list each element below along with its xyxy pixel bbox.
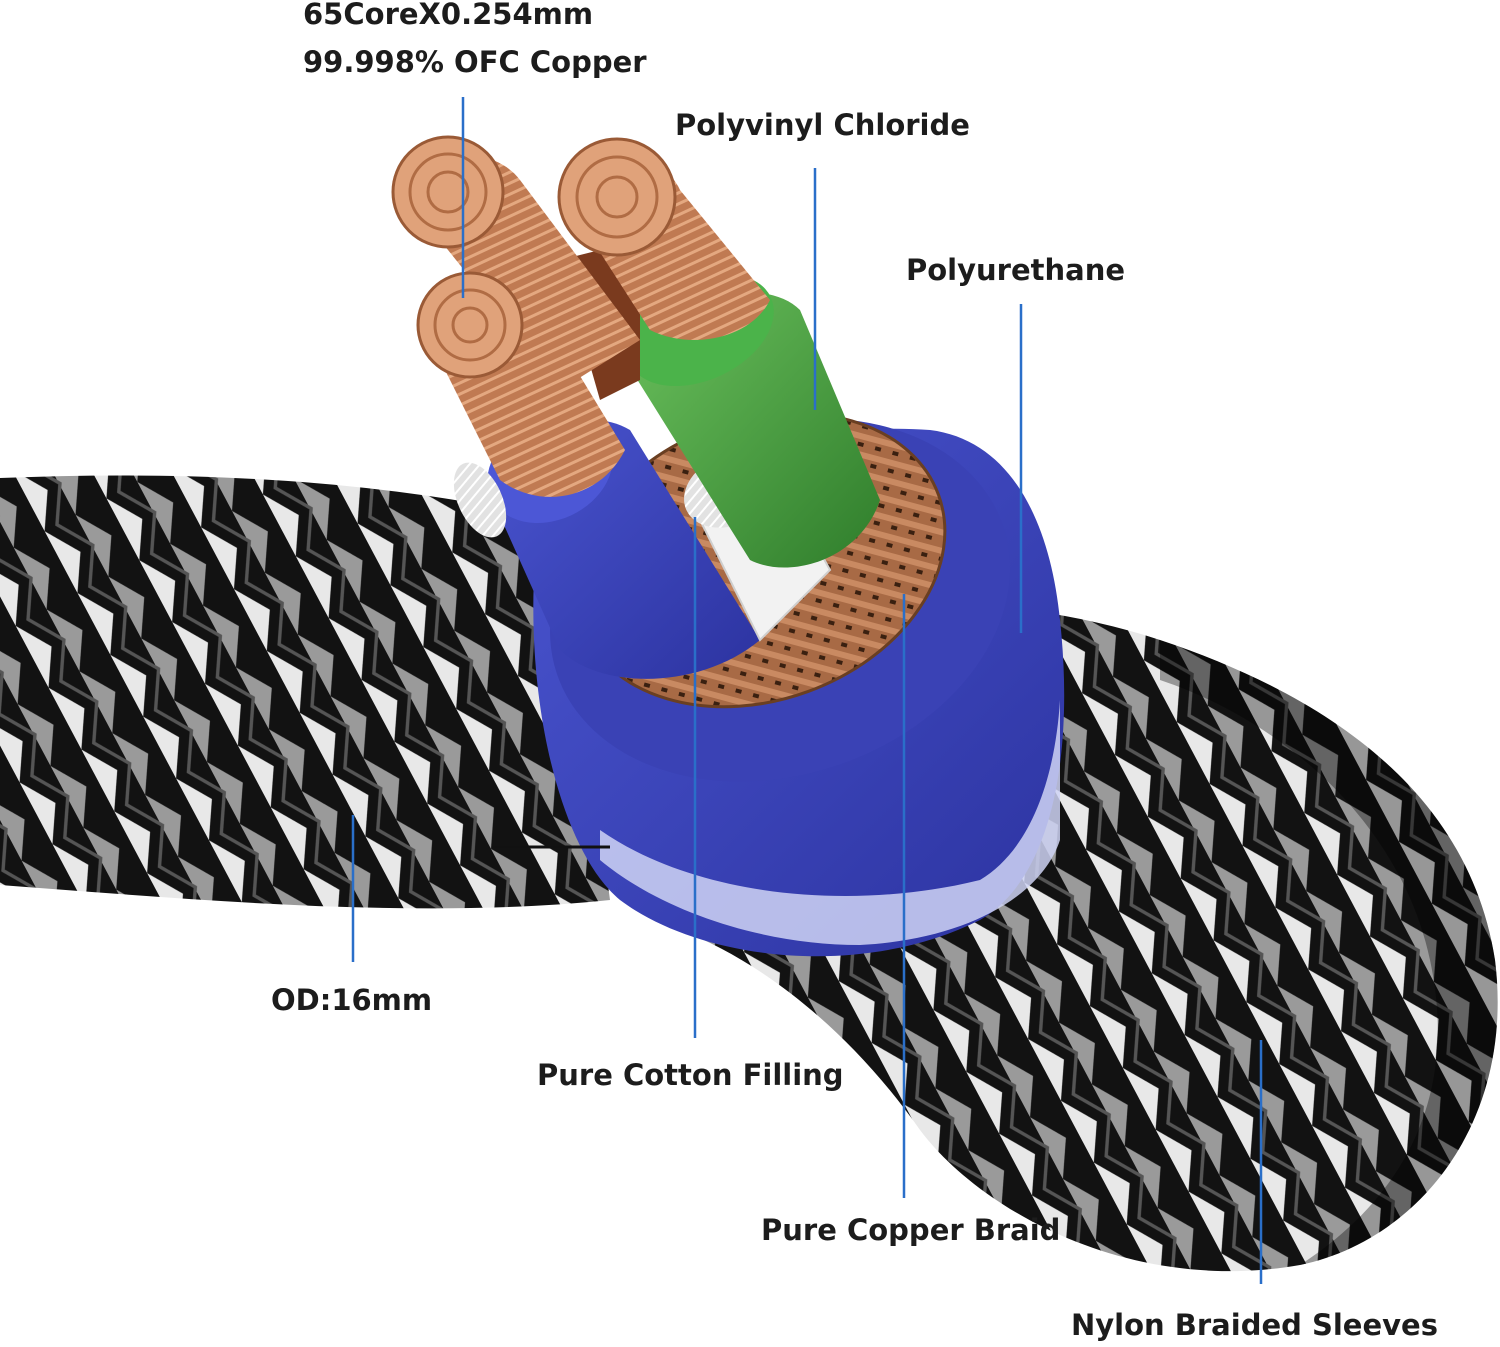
leader-lines bbox=[351, 97, 1263, 1284]
left-sleeve bbox=[0, 475, 610, 909]
conductor-spec-label: 65CoreX0.254mm bbox=[303, 0, 594, 31]
copper-face-front bbox=[416, 271, 524, 379]
cotton-filling-label: Pure Cotton Filling bbox=[537, 1058, 844, 1092]
pu-jacket-highlight bbox=[600, 700, 1060, 945]
outer-diameter-label: OD:16mm bbox=[271, 983, 433, 1017]
copper-braid-label: Pure Copper Braid bbox=[761, 1213, 1061, 1247]
polyurethane-label: Polyurethane bbox=[906, 253, 1126, 287]
conductor-material-label: 99.998% OFC Copper bbox=[303, 45, 647, 79]
right-sleeve-shadow bbox=[1160, 640, 1498, 1265]
nylon-sleeve-label: Nylon Braided Sleeves bbox=[1071, 1308, 1438, 1342]
pvc-label: Polyvinyl Chloride bbox=[675, 108, 970, 142]
